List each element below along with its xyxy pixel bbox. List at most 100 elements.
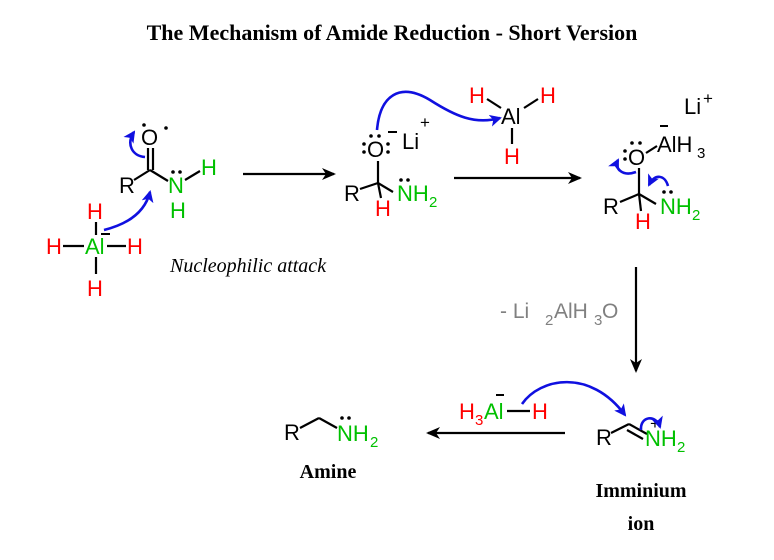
atom-h: H	[469, 83, 485, 108]
label-ion: ion	[628, 513, 655, 535]
atom-h-right: H	[127, 234, 143, 259]
atom-alh: AlH	[657, 132, 692, 157]
atom-r: R	[119, 173, 135, 198]
lone-pair-dot	[142, 123, 146, 127]
atom-nh: NH	[645, 426, 677, 451]
bond-c-n	[377, 182, 394, 193]
lone-pair-dot	[362, 142, 366, 146]
bond-c-n	[149, 169, 169, 182]
byproduct-mid: AlH	[554, 300, 588, 323]
bond-r-c	[619, 192, 640, 204]
alh4-hydride-donor: H 3 Al H	[459, 394, 548, 429]
lone-pair-dot	[362, 150, 366, 154]
atom-h: H	[540, 83, 556, 108]
amine-product: R NH 2	[284, 416, 378, 451]
subscript-3: 3	[697, 145, 705, 162]
lone-pair-dot	[347, 416, 351, 420]
atom-al: Al	[85, 234, 105, 259]
atom-nh: NH	[397, 181, 429, 206]
lone-pair-dot	[662, 190, 666, 194]
bond-r-ch2	[299, 417, 320, 429]
amide-molecule: R O N H H	[119, 123, 217, 223]
subscript-2: 2	[677, 439, 685, 456]
atom-h-left: H	[46, 234, 62, 259]
lone-pair-dot	[164, 126, 168, 130]
imminium-ion: R NH 2 +	[596, 414, 685, 456]
lone-pair-dot	[340, 416, 344, 420]
lone-pair-dot	[171, 170, 175, 174]
alh3-molecule: H H Al H	[469, 83, 556, 169]
curly-arrow-hydride-transfer	[520, 380, 627, 417]
atom-h: H	[504, 144, 520, 169]
aluminate-complex: Li + AlH 3 O R H NH 2	[603, 89, 713, 234]
bond-al-h	[523, 98, 539, 109]
atom-r: R	[596, 425, 612, 450]
atom-li: Li	[684, 94, 701, 119]
bond-c-n-2	[626, 429, 644, 440]
atom-n: N	[168, 173, 184, 198]
lone-pair-dot	[623, 157, 627, 161]
lone-pair-dot	[369, 134, 373, 138]
atom-al: Al	[484, 399, 504, 424]
curly-arrow-co-to-o	[123, 130, 146, 159]
bond-n-h	[184, 170, 201, 181]
bond-c-h	[376, 182, 383, 199]
byproduct-suffix: O	[602, 300, 618, 323]
lone-pair-dot	[399, 178, 403, 182]
atom-h: H	[635, 209, 651, 234]
byproduct-label: - Li 2 AlH 3 O	[500, 300, 618, 329]
label-nucleophilic-attack: Nucleophilic attack	[169, 255, 327, 277]
atom-o: O	[141, 125, 158, 150]
alkoxide-intermediate: O Li + R H NH 2	[344, 113, 437, 221]
curly-arrow-hydride-attack	[103, 190, 154, 232]
atom-r: R	[284, 420, 300, 445]
subscript-2: 2	[692, 207, 700, 224]
curly-arrow-pi-bond	[639, 415, 663, 431]
atom-h: H	[375, 196, 391, 221]
bond-r-c	[610, 423, 630, 434]
lialh4-molecule: H Al H H H	[46, 199, 143, 301]
subscript-2: 2	[429, 194, 437, 211]
lone-pair-dot	[406, 178, 410, 182]
atom-al: Al	[501, 104, 521, 129]
curly-arrow-n-lone-pair	[647, 173, 670, 187]
atom-r: R	[344, 181, 360, 206]
atom-h-bottom: H	[87, 276, 103, 301]
subscript-2: 2	[370, 434, 378, 451]
atom-nh: NH	[337, 421, 369, 446]
byproduct-sub2: 3	[594, 312, 602, 329]
curly-arrow-c-o-cleave	[608, 158, 637, 175]
atom-nh: NH	[660, 194, 692, 219]
byproduct-prefix: - Li	[500, 300, 529, 323]
lone-pair-dot	[386, 142, 390, 146]
bond-o-al	[645, 145, 658, 154]
atom-h-n1: H	[201, 155, 217, 180]
bond-r-c	[133, 169, 151, 181]
lone-pair-dot	[623, 149, 627, 153]
lone-pair-dot	[178, 170, 182, 174]
bond-al-h	[486, 98, 502, 109]
bond-c-n	[638, 193, 657, 205]
atom-h: H	[459, 399, 475, 424]
curly-arrow-o-to-al	[375, 90, 502, 131]
atom-o: O	[367, 137, 384, 162]
lone-pair-dot	[386, 150, 390, 154]
bond-r-c	[359, 181, 379, 191]
atom-r: R	[603, 194, 619, 219]
atom-o: O	[628, 145, 645, 170]
lone-pair-dot	[638, 141, 642, 145]
lone-pair-dot	[630, 141, 634, 145]
bond-c-h	[637, 193, 643, 212]
atom-li: Li	[402, 129, 419, 154]
byproduct-sub1: 2	[545, 312, 553, 329]
atom-h-n2: H	[170, 198, 186, 223]
diagram-title: The Mechanism of Amide Reduction - Short…	[147, 20, 638, 45]
bond-c-n-1	[628, 423, 648, 435]
atom-h: H	[532, 399, 548, 424]
atom-h-top: H	[87, 199, 103, 224]
bond-ch2-n	[318, 417, 338, 429]
positive-charge: +	[420, 113, 430, 132]
label-amine: Amine	[300, 461, 357, 483]
positive-charge: +	[703, 89, 713, 108]
